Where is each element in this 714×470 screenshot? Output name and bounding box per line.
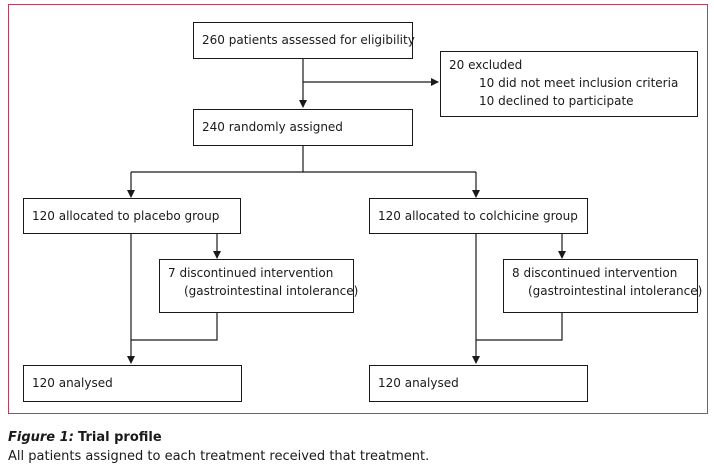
excluded-reason-2: 10 declined to participate bbox=[479, 94, 634, 108]
figure-frame bbox=[8, 4, 708, 414]
excluded-title: 20 excluded bbox=[449, 58, 523, 72]
excluded-reason-1: 10 did not meet inclusion criteria bbox=[479, 76, 679, 90]
figure-caption: Figure 1: Trial profile All patients ass… bbox=[8, 428, 429, 466]
colchicine-analysed-text: 120 analysed bbox=[378, 376, 459, 390]
excluded-box: 20 excluded 10 did not meet inclusion cr… bbox=[440, 51, 698, 117]
placebo-analysed-text: 120 analysed bbox=[32, 376, 113, 390]
placebo-discontinued-line1: 7 discontinued intervention bbox=[168, 266, 334, 280]
caption-note: All patients assigned to each treatment … bbox=[8, 449, 430, 464]
colchicine-allocated-box: 120 allocated to colchicine group bbox=[369, 198, 588, 234]
connector-colchicine-discontinued-merge bbox=[476, 312, 563, 341]
colchicine-discontinued-line1: 8 discontinued intervention bbox=[512, 266, 678, 280]
connector-placebo-discontinued-merge bbox=[131, 312, 218, 341]
randomised-text: 240 randomly assigned bbox=[202, 120, 343, 134]
placebo-allocated-text: 120 allocated to placebo group bbox=[32, 209, 220, 223]
caption-prefix: Figure 1: bbox=[8, 430, 74, 445]
placebo-discontinued-box: 7 discontinued intervention (gastrointes… bbox=[159, 259, 359, 313]
caption-title-line: Figure 1: Trial profile bbox=[8, 428, 429, 447]
colchicine-discontinued-line2: (gastrointestinal intolerance) bbox=[528, 284, 703, 298]
colchicine-allocated-text: 120 allocated to colchicine group bbox=[378, 209, 578, 223]
placebo-analysed-box: 120 analysed bbox=[23, 365, 242, 402]
placebo-allocated-box: 120 allocated to placebo group bbox=[23, 198, 241, 234]
assessed-text: 260 patients assessed for eligibility bbox=[202, 33, 415, 47]
caption-title: Trial profile bbox=[78, 430, 162, 445]
colchicine-analysed-box: 120 analysed bbox=[369, 365, 588, 402]
placebo-discontinued-line2: (gastrointestinal intolerance) bbox=[184, 284, 359, 298]
assessed-box: 260 patients assessed for eligibility bbox=[193, 22, 415, 59]
randomised-box: 240 randomly assigned bbox=[193, 109, 413, 146]
colchicine-discontinued-box: 8 discontinued intervention (gastrointes… bbox=[503, 259, 703, 313]
